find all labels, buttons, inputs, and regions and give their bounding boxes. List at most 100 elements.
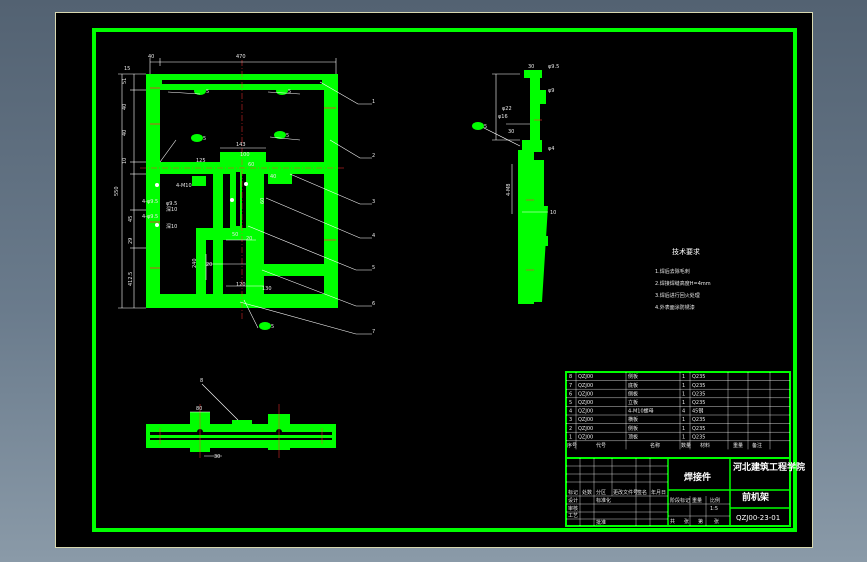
tb-stage-label-1: 重量 [692,497,702,504]
front-dim-inner-8: 50 [232,232,238,238]
side-right-plate [530,160,544,210]
parts-row-name: 立板 [628,399,638,406]
side-top-plate [524,70,542,78]
parts-row-no: 3 [569,417,572,423]
balloon-1: 1 [372,99,375,105]
front-center-block [220,152,266,162]
parts-row-no: 4 [569,409,572,415]
front-dim-inner-4: 40 [270,174,276,180]
front-left-block [192,176,206,186]
balloon-2: 2 [372,153,375,159]
parts-row-qty: 4 [682,409,685,415]
tb-role-3: 标准化 [596,497,611,504]
tb-rev-3: 更改文件号 [613,489,638,496]
tb-role-1: 审核 [568,505,578,512]
front-view-details [140,60,345,320]
parts-row-material: Q235 [692,434,705,440]
weld-mark-2: 5 [203,136,206,142]
parts-row-no: 5 [569,400,572,406]
side-dim-1: φ9.5 [548,64,559,70]
front-dim-inner-5: 240 [192,258,198,268]
weld-mark-3: 5 [286,133,289,139]
tech-line-2: 2.焊接焊缝高度H=4mm [655,280,711,287]
weld-mark-1: 5 [288,89,291,95]
side-right-tab [538,90,546,104]
parts-row-material: Q235 [692,374,705,380]
parts-row-code: QZJ00 [578,383,593,389]
tb-rev-4: 签名 [637,489,647,496]
side-dimension-lines [479,73,548,214]
parts-row-material: Q235 [692,426,705,432]
front-dim-inner-1: 100 [240,152,250,158]
front-dim-inner-11: 130 [262,286,272,292]
side-lower-taper [534,206,548,302]
front-dim-left-8: 412.5 [128,272,134,286]
front-lower-box [196,228,256,240]
front-dim-inner-3: 125 [196,158,206,164]
front-left-bar [146,74,160,308]
front-dim-left-0: 15 [124,66,130,72]
parts-row-material: Q235 [692,400,705,406]
side-upper-post [530,76,540,146]
parts-row-qty: 1 [682,400,685,406]
title-block: 焊接件 河北建筑工程学院 前机架 QZJ00-23-01 1:5 阶段标记 重量… [565,457,805,527]
tb-school: 河北建筑工程学院 [733,461,805,473]
parts-row-name: 侧板 [628,390,638,397]
parts-row-material: Q235 [692,383,705,389]
front-dim-inner-0: 143 [236,142,246,148]
balloon-leaders [239,81,372,335]
front-dim-left-3: 10 [122,158,128,164]
side-dim-2: φ9 [548,88,554,94]
side-view-details [526,119,542,271]
tb-rev-2: 分区 [596,489,606,496]
parts-row-name: 底板 [628,382,638,389]
drawing-frame [92,28,797,532]
front-note-1: 4-φ9.5 [142,214,158,220]
tb-drawing-no: QZJ00-23-01 [736,514,780,522]
tb-rev-5: 年月日 [651,489,666,496]
parts-row-qty: 1 [682,383,685,389]
tb-sheet-1: 张 [684,518,689,525]
balloon-4: 4 [372,233,375,239]
front-dim-top-0: 40 [148,54,154,60]
side-view [518,70,548,304]
parts-row-qty: 1 [682,391,685,397]
parts-row-code: QZJ00 [578,391,593,397]
front-note-5: 深10 [166,223,177,230]
parts-header-cell: 备注 [752,442,762,449]
parts-header-cell: 材料 [700,442,710,449]
parts-row-material: Q235 [692,391,705,397]
front-view [146,74,338,308]
tech-requirements: 技术要求 1.焊后去除毛刺 2.焊接焊缝高度H=4mm 3.焊后进行回火处理 4… [655,247,711,311]
parts-row-no: 1 [569,434,572,440]
parts-row-code: QZJ00 [578,426,593,432]
parts-header-cell: 序号 [567,442,577,449]
tb-role-4: 批准 [596,519,606,526]
front-dim-left-4: 40 [122,104,128,110]
front-dim-inner-9: 120 [236,282,246,288]
parts-row-code: QZJ00 [578,434,593,440]
bottom-dim-1: 30 [214,454,220,460]
side-dim-3: φ22 [502,106,512,112]
front-dim-top-1: 470 [236,54,246,60]
tb-rev-1: 处数 [582,489,592,496]
parts-header-cell: 数量 [681,442,691,449]
parts-header-cell: 重量 [733,442,743,449]
front-bottom-bar [146,294,338,308]
weld-mark-0: 5 [206,89,209,95]
front-right-bar [324,74,338,308]
side-dim-4: φ16 [498,114,508,120]
front-dim-left-1: 51 [122,78,128,84]
parts-row-code: QZJ00 [578,400,593,406]
balloon-5: 5 [372,265,375,271]
tb-rev-0: 标记 [568,489,578,496]
parts-row-qty: 1 [682,417,685,423]
side-dim-7: 10 [550,210,556,216]
parts-row-no: 2 [569,426,572,432]
bottom-mid [232,420,252,424]
balloon-3: 3 [372,199,375,205]
tb-assembly-name: 焊接件 [684,471,711,483]
parts-row-no: 7 [569,383,572,389]
